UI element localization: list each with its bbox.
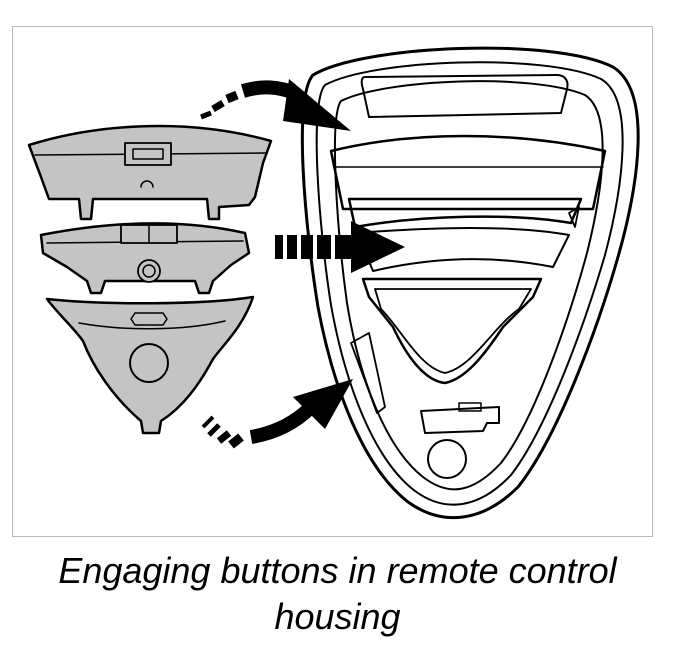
assembly-illustration [27, 46, 640, 520]
arrow-dash [301, 235, 313, 259]
upper-button-body [27, 124, 273, 221]
arrow-dash [225, 90, 239, 104]
lower-button-inner-ridge [78, 320, 226, 330]
housing-round-hole [427, 439, 467, 479]
housing-inner-wall [334, 80, 604, 491]
housing-outer-shell [300, 46, 640, 520]
arrow-dash [275, 235, 283, 259]
housing-latch-tab [458, 402, 482, 412]
upper-button-clip-inner [132, 148, 164, 160]
arrow-dash [317, 235, 331, 259]
arrow-dash [216, 430, 232, 444]
housing-latch [420, 406, 500, 434]
arrow-dash [207, 423, 221, 437]
arrow-head [351, 221, 405, 273]
housing-top-window [360, 74, 569, 118]
housing-left-guide [350, 332, 386, 414]
arrow-dash [200, 110, 212, 120]
curved-arrow-bottom [201, 379, 353, 449]
remote-housing [300, 46, 640, 520]
upper-button-clip [124, 142, 172, 166]
arrow-shaft [249, 401, 316, 444]
dashed-arrow-middle [275, 221, 405, 273]
housing-rim [315, 61, 624, 506]
curved-arrow-top [200, 79, 351, 131]
arrow-head [283, 79, 351, 131]
middle-button-round-icon-inner [142, 264, 156, 278]
middle-button [39, 222, 251, 295]
arrow-dash [335, 235, 351, 259]
housing-right-guide [568, 206, 580, 228]
housing-lower-slot [361, 277, 543, 385]
upper-button [27, 124, 273, 221]
arrow-dash [287, 235, 297, 259]
middle-button-round-icon [137, 259, 161, 283]
arrow-dash [228, 433, 244, 449]
arrow-dash [201, 415, 215, 429]
figure-caption: Engaging buttons in remote control housi… [58, 550, 617, 637]
arrow-head [293, 379, 353, 429]
housing-upper-slot [329, 134, 607, 211]
chevron-logo-icon [130, 312, 168, 326]
housing-middle-slot [347, 197, 583, 229]
housing-lower-slot-inner [374, 288, 532, 374]
lower-button [45, 295, 255, 435]
housing-middle-slot-floor [356, 227, 570, 272]
arrow-dash [211, 99, 225, 113]
figure-frame [12, 26, 653, 537]
lower-button-round-icon [129, 343, 169, 383]
upper-button-notch [140, 180, 154, 188]
